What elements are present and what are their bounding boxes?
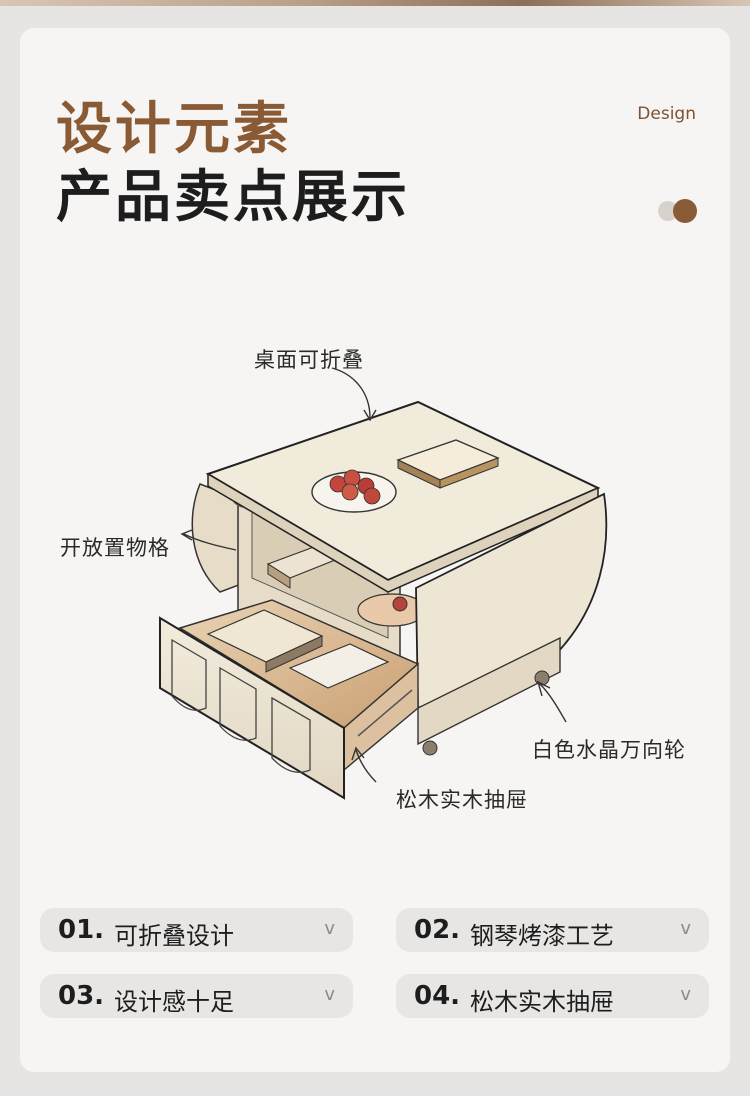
feature-item-01[interactable]: 01. 可折叠设计 v — [40, 908, 353, 952]
chevron-down-icon: v — [324, 918, 335, 939]
chevron-down-icon: v — [680, 918, 691, 939]
feature-label: 设计感十足 — [114, 988, 234, 1016]
toggle-icon — [658, 199, 698, 223]
feature-number: 04. — [414, 981, 461, 1011]
feature-label: 可折叠设计 — [114, 922, 234, 950]
folding-table-drawing — [159, 367, 608, 800]
callout-drawer: 松木实木抽屉 — [396, 788, 528, 812]
feature-item-03[interactable]: 03. 设计感十足 v — [40, 974, 353, 1018]
page-title-line2: 产品卖点展示 — [56, 165, 410, 230]
feature-label: 松木实木抽屉 — [470, 988, 614, 1016]
feature-label: 钢琴烤漆工艺 — [470, 922, 614, 950]
top-decor-strip — [0, 0, 750, 6]
chevron-down-icon: v — [680, 984, 691, 1005]
chevron-down-icon: v — [324, 984, 335, 1005]
callout-caster: 白色水晶万向轮 — [532, 738, 686, 762]
content-card: 设计元素 产品卖点展示 Design — [20, 28, 730, 1072]
product-illustration: 桌面可折叠 开放置物格 白色水晶万向轮 松木实木抽屉 — [20, 288, 730, 828]
feature-item-04[interactable]: 04. 松木实木抽屉 v — [396, 974, 709, 1018]
feature-number: 03. — [58, 981, 105, 1011]
feature-number: 01. — [58, 915, 105, 945]
design-label: Design — [637, 104, 696, 124]
callout-shelf: 开放置物格 — [60, 536, 170, 560]
feature-number: 02. — [414, 915, 461, 945]
feature-item-02[interactable]: 02. 钢琴烤漆工艺 v — [396, 908, 709, 952]
page-title-line1: 设计元素 — [56, 97, 292, 162]
callout-tabletop: 桌面可折叠 — [254, 348, 364, 372]
